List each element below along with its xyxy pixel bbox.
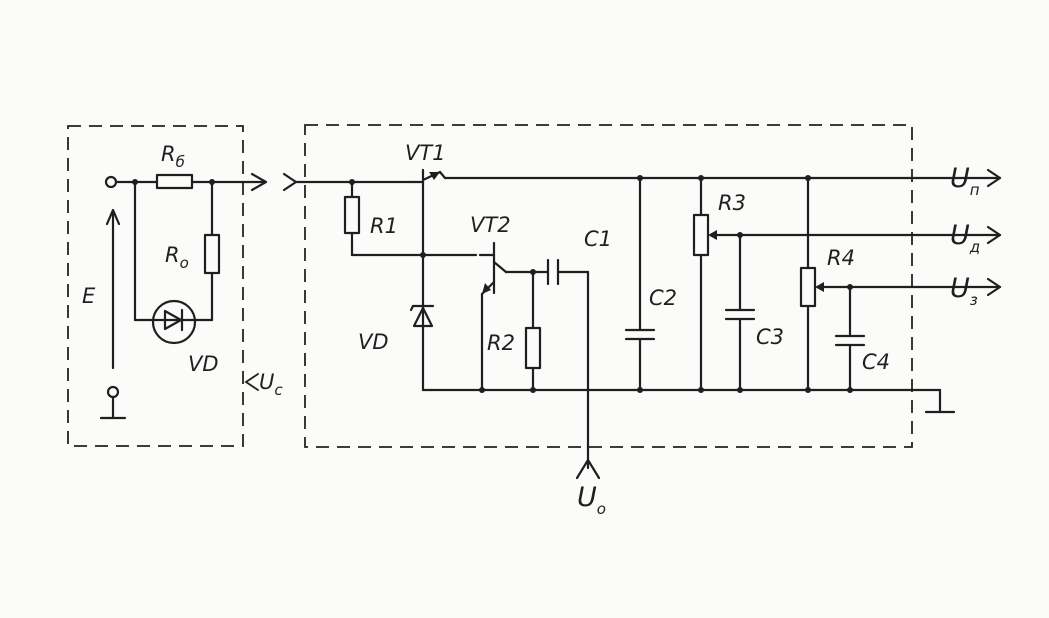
label-ro: Rо (165, 243, 189, 272)
sensor-enclosure (67, 125, 244, 447)
up-arrow-icon (986, 168, 1002, 188)
label-uc: Uc (259, 370, 283, 399)
label-r3: R3 (718, 191, 746, 215)
resistor-r1 (343, 195, 361, 235)
input-arrow-icon (282, 172, 298, 192)
label-vt1: VT1 (405, 141, 446, 165)
label-c2: C2 (649, 286, 677, 310)
label-vd: VD (358, 330, 389, 354)
input-terminal-top (104, 175, 118, 189)
uo-arrow-icon (575, 458, 601, 480)
output-arrow-icon (250, 172, 268, 192)
label-uo: Uо (577, 482, 606, 518)
label-c3: C3 (756, 325, 784, 349)
label-r1: R1 (370, 214, 398, 238)
uc-arrow-icon (244, 373, 259, 391)
sensor-block (99, 172, 268, 420)
potentiometer-r4 (799, 266, 817, 308)
label-vd-sensor: VD (188, 352, 219, 376)
label-rb: Rб (161, 142, 185, 171)
label-r4: R4 (827, 246, 855, 270)
label-c1: C1 (584, 227, 612, 251)
resistor-r2 (524, 326, 542, 370)
diode-vd-sensor (163, 309, 183, 331)
e-arrow-icon (105, 208, 121, 226)
uz-arrow-icon (986, 277, 1002, 297)
resistor-rb (155, 173, 194, 190)
label-c4: C4 (862, 350, 890, 374)
input-terminal-bottom (106, 385, 120, 399)
resistor-ro (203, 233, 221, 275)
photodiode-circle (151, 299, 197, 345)
label-r2: R2 (487, 331, 515, 355)
label-vt2: VT2 (470, 213, 511, 237)
label-e: E (82, 284, 96, 308)
potentiometer-r3 (692, 213, 710, 257)
ud-arrow-icon (986, 225, 1002, 245)
main-circuit (282, 168, 1002, 480)
zener-diode-vd (412, 306, 434, 328)
label-ud: Uд (950, 220, 980, 256)
label-uz: Uз (950, 273, 978, 309)
label-up: Uп (950, 163, 980, 199)
